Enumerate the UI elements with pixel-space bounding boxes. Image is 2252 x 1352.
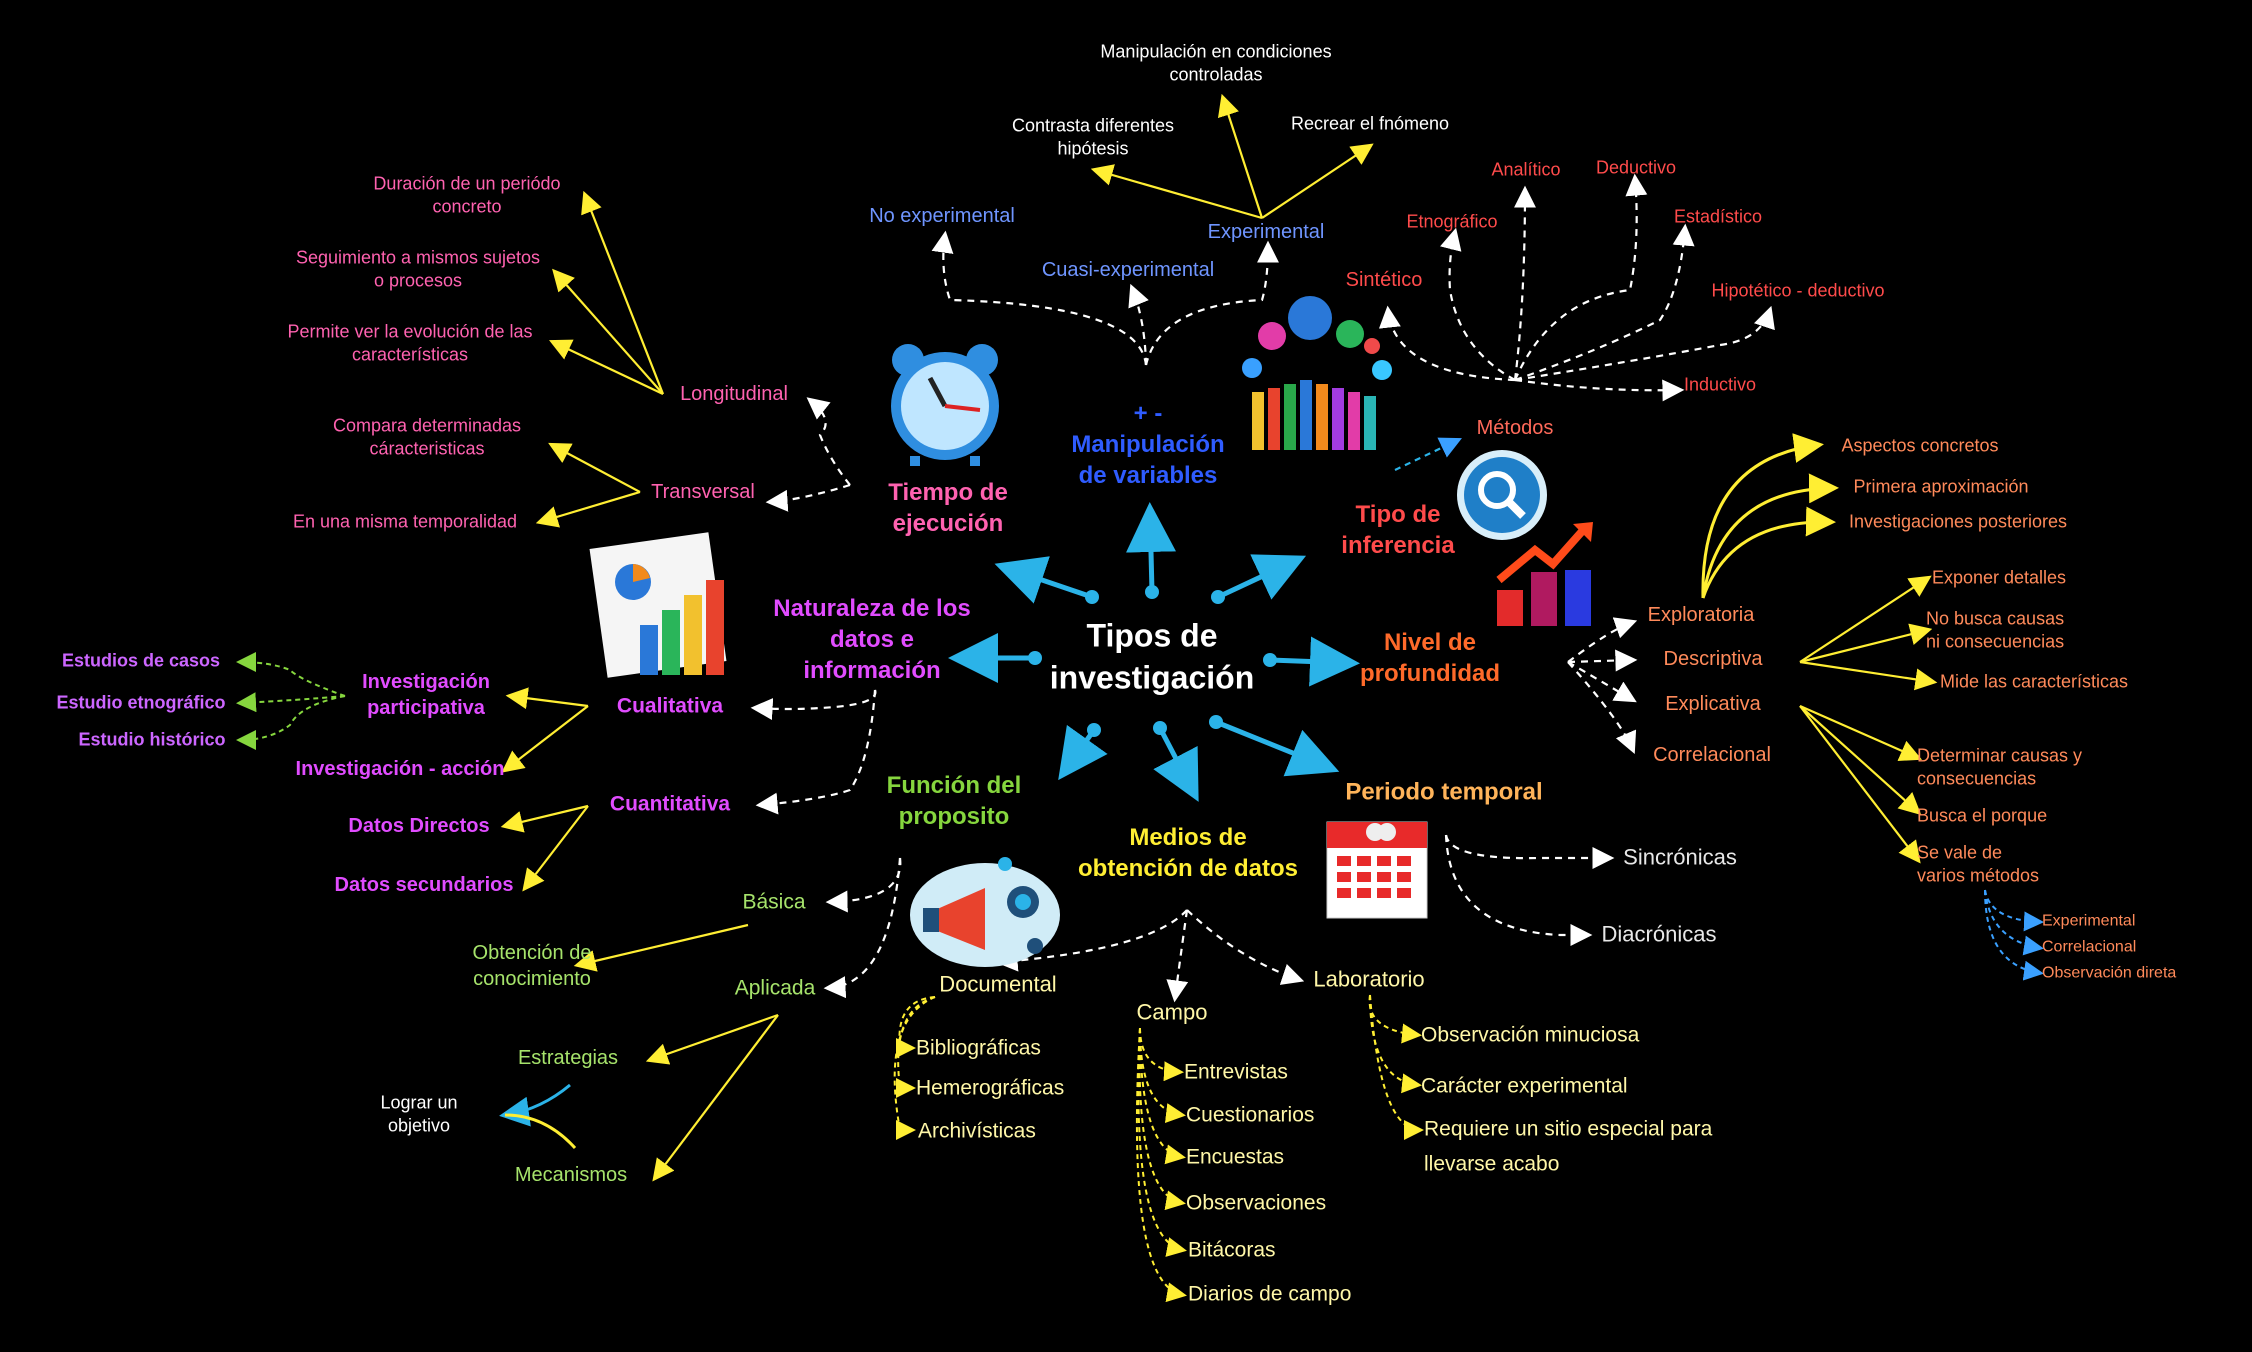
node-estudio-etnografico: Estudio etnográfico	[56, 692, 226, 713]
node-cuantitativa: Cuantitativa	[609, 792, 731, 816]
node-descriptiva: Descriptiva	[1663, 648, 1763, 670]
node-datos-directos: Datos Directos	[348, 815, 490, 837]
node-metodos: Métodos	[1476, 417, 1554, 439]
node-m-observacion: Observación direta	[2042, 964, 2177, 982]
node-hemerograficas: Hemerográficas	[916, 1076, 1065, 1100]
node-basica: Básica	[742, 890, 806, 914]
node-aspectos: Aspectos concretos	[1841, 435, 1999, 456]
spoke-dots	[1028, 585, 1277, 737]
node-diarios: Diarios de campo	[1188, 1282, 1352, 1306]
calendar-icon	[1326, 821, 1428, 919]
node-obs-minuciosa: Observación minuciosa	[1421, 1023, 1640, 1047]
node-mide: Mide las características	[1939, 671, 2129, 692]
node-primera: Primera aproximación	[1853, 476, 2029, 497]
node-estudio-historico: Estudio histórico	[78, 729, 226, 750]
node-cuestionarios: Cuestionarios	[1186, 1103, 1315, 1127]
node-datos-secundarios: Datos secundarios	[334, 874, 514, 896]
node-misma: En una misma temporalidad	[292, 511, 518, 532]
magnifier-icon	[1457, 450, 1547, 540]
node-recrear: Recrear el fnómeno	[1290, 113, 1450, 134]
node-no-busca: No busca causas ni consecuencias	[1926, 608, 2065, 652]
node-inv-participativa: Investigación participativa	[362, 671, 490, 719]
node-no-experimental: No experimental	[869, 205, 1015, 227]
node-longitudinal: Longitudinal	[680, 383, 788, 405]
node-analitico: Analítico	[1491, 159, 1561, 180]
megaphone-icon	[910, 857, 1060, 967]
topic-medios: Medios de obtención de datos	[1077, 823, 1299, 882]
node-sincronicas: Sincrónicas	[1623, 844, 1737, 870]
node-obtencion: Obtención de conocimiento	[472, 942, 592, 990]
node-bitacoras: Bitácoras	[1188, 1238, 1276, 1262]
node-manip-condiciones: Manipulación en condiciones controladas	[1100, 41, 1332, 85]
node-estrategias: Estrategias	[517, 1047, 619, 1069]
node-lograr: Lograr un objetivo	[380, 1092, 458, 1136]
topic-manipulacion: + - Manipulación de variables	[1071, 400, 1225, 490]
node-mecanismos: Mecanismos	[514, 1164, 628, 1186]
node-documental: Documental	[939, 971, 1057, 997]
node-m-correlacional: Correlacional	[2042, 938, 2137, 956]
node-exploratoria: Exploratoria	[1647, 604, 1755, 626]
node-cualitativa: Cualitativa	[616, 694, 724, 718]
node-bibliograficas: Bibliográficas	[916, 1036, 1041, 1060]
topic-periodo: Periodo temporal	[1345, 778, 1543, 806]
alarm-clock-icon	[891, 344, 999, 466]
node-caracter: Carácter experimental	[1421, 1074, 1628, 1098]
node-transversal: Transversal	[651, 481, 755, 503]
node-busca: Busca el porque	[1917, 805, 2048, 826]
report-chart-icon	[589, 532, 727, 678]
node-explicativa: Explicativa	[1665, 693, 1761, 715]
node-requiere: Requiere un sitio especial para llevarse…	[1424, 1117, 1713, 1175]
central-spokes	[948, 502, 1360, 802]
topic-naturaleza: Naturaleza de los datos e información	[773, 595, 971, 685]
node-correlacional: Correlacional	[1653, 744, 1771, 766]
node-aplicada: Aplicada	[734, 976, 816, 1000]
node-estadistico: Estadístico	[1673, 206, 1763, 227]
node-archivisticas: Archivísticas	[918, 1119, 1036, 1143]
node-cuasi-experimental: Cuasi-experimental	[1041, 259, 1215, 281]
node-se-vale: Se vale de varios métodos	[1917, 842, 2040, 886]
node-etnografico: Etnográfico	[1406, 211, 1498, 232]
node-investigaciones: Investigaciones posteriores	[1848, 511, 2068, 532]
node-estudios-casos: Estudios de casos	[61, 650, 221, 671]
node-campo: Campo	[1136, 999, 1208, 1025]
node-seguimiento: Seguimiento a mismos sujetos o procesos	[295, 247, 541, 291]
node-duracion: Duración de un periódo concreto	[373, 173, 561, 217]
topic-funcion: Función del proposito	[886, 771, 1022, 830]
node-sintetico: Sintético	[1345, 269, 1423, 291]
node-deductivo: Deductivo	[1595, 157, 1677, 178]
node-observaciones: Observaciones	[1186, 1191, 1327, 1215]
node-diacronicas: Diacrónicas	[1601, 921, 1717, 947]
node-inv-accion: Investigación - acción	[295, 758, 505, 780]
social-hands-icon	[1242, 296, 1392, 450]
growth-chart-icon	[1496, 522, 1593, 626]
topic-inferencia: Tipo de inferencia	[1341, 500, 1455, 559]
node-experimental: Experimental	[1207, 221, 1325, 243]
node-encuestas: Encuestas	[1186, 1145, 1285, 1169]
node-determinar: Determinar causas y consecuencias	[1917, 745, 2083, 789]
node-compara: Compara determinadas cáracteristicas	[332, 415, 522, 459]
topic-nivel: Nivel de profundidad	[1360, 628, 1500, 687]
central-topic: Tipos de investigación	[1049, 617, 1255, 695]
node-hipotetico: Hipotético - deductivo	[1711, 280, 1885, 301]
topic-tiempo: Tiempo de ejecución	[888, 478, 1008, 537]
node-inductivo: Inductivo	[1683, 374, 1757, 395]
node-laboratorio: Laboratorio	[1313, 966, 1425, 992]
node-entrevistas: Entrevistas	[1184, 1060, 1288, 1084]
node-m-experimental: Experimental	[2042, 912, 2136, 930]
node-permite: Permite ver la evolución de las caracter…	[287, 321, 533, 365]
node-exponer: Exponer detalles	[1931, 567, 2067, 588]
node-contrasta: Contrasta diferentes hipótesis	[1011, 115, 1175, 159]
